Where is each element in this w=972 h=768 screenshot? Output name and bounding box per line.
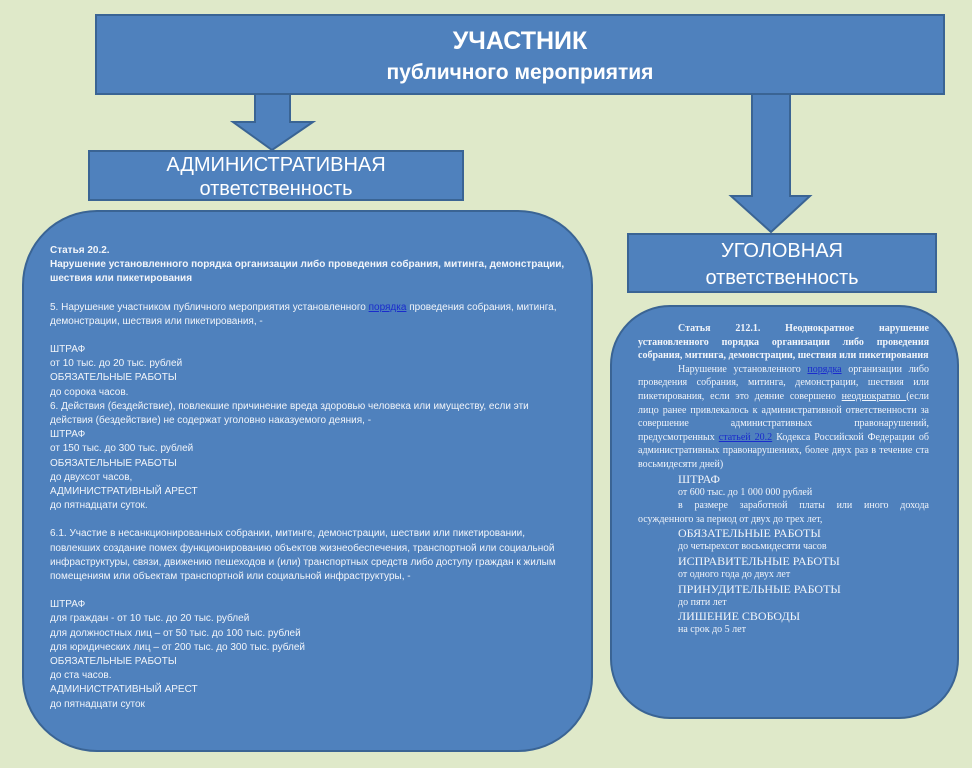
part-6-penalties: ШТРАФ от 150 тыс. до 300 тыс. рублей ОБЯ… bbox=[50, 428, 567, 513]
penalty-label: ИСПРАВИТЕЛЬНЫЕ РАБОТЫ bbox=[678, 553, 840, 568]
penalty-line: до пятнадцати суток bbox=[50, 698, 145, 710]
criminal-line1: УГОЛОВНАЯ bbox=[721, 240, 843, 262]
part-6-1-penalties: ШТРАФ для граждан - от 10 тыс. до 20 тыс… bbox=[50, 598, 567, 712]
admin-line2: ответственность bbox=[199, 178, 353, 200]
penalty-line: ОБЯЗАТЕЛЬНЫЕ РАБОТЫ bbox=[50, 372, 177, 384]
penalty-line: до сорока часов. bbox=[50, 386, 129, 398]
body-c: (если лицо ранее привлекалось к админист… bbox=[638, 390, 929, 443]
penalty-line: ОБЯЗАТЕЛЬНЫЕ РАБОТЫ bbox=[50, 457, 177, 469]
penalty-line: для граждан - от 10 тыс. до 20 тыс. рубл… bbox=[50, 613, 250, 625]
arrow-down-left bbox=[229, 93, 317, 152]
participant-title-box: УЧАСТНИК публичного мероприятия bbox=[95, 14, 945, 95]
penalty-term: от одного года до двух лет bbox=[678, 568, 791, 580]
part-5-text-b: проведения собрания, митинга, демонстрац… bbox=[50, 301, 557, 327]
body-d: Кодекса Российской Федерации об админист… bbox=[638, 431, 930, 470]
admin-line1: АДМИНИСТРАТИВНАЯ bbox=[166, 154, 386, 176]
penalty-line: АДМИНИСТРАТИВНЫЙ АРЕСТ bbox=[50, 486, 198, 498]
penalty-label: ПРИНУДИТЕЛЬНЫЕ РАБОТЫ bbox=[678, 581, 841, 596]
repeatedly-link[interactable]: неоднократно bbox=[841, 390, 907, 402]
article-20-2-title: Нарушение установленного порядка организ… bbox=[50, 259, 565, 285]
penalty-line: от 10 тыс. до 20 тыс. рублей bbox=[50, 358, 183, 370]
penalty-line: до пятнадцати суток. bbox=[50, 500, 148, 512]
article-20-2-link[interactable]: статьей 20.2 bbox=[718, 431, 773, 443]
criminal-line2: ответственность bbox=[705, 267, 859, 289]
penalty-line: АДМИНИСТРАТИВНЫЙ АРЕСТ bbox=[50, 684, 198, 696]
title-line1: УЧАСТНИК bbox=[452, 27, 588, 55]
article-212-1-body: Нарушение установленного порядка организ… bbox=[638, 363, 929, 472]
part-5-text: 5. Нарушение участником публичного мероп… bbox=[50, 301, 567, 329]
title-line2: публичного мероприятия bbox=[386, 61, 654, 84]
fine-alternative: в размере заработной платы или иного дох… bbox=[638, 500, 929, 525]
arrow-down-right bbox=[728, 93, 813, 234]
article-20-2-heading: Статья 20.2. bbox=[50, 245, 110, 256]
article-212-1-heading: Статья 212.1. Неоднократное нарушение ус… bbox=[638, 323, 929, 362]
fine-amount: от 600 тыс. до 1 000 000 рублей bbox=[678, 486, 813, 498]
penalty-line: ОБЯЗАТЕЛЬНЫЕ РАБОТЫ bbox=[50, 656, 177, 668]
fine-label: ШТРАФ bbox=[678, 471, 720, 486]
penalty-label: ЛИШЕНИЕ СВОБОДЫ bbox=[678, 609, 801, 624]
part-6-1-text: 6.1. Участие в несанкционированных собра… bbox=[50, 528, 556, 583]
penalty-line: ШТРАФ bbox=[50, 429, 86, 441]
part-5-text-a: 5. Нарушение участником публичного мероп… bbox=[50, 301, 369, 313]
part-5-penalties: ШТРАФ от 10 тыс. до 20 тыс. рублей ОБЯЗА… bbox=[50, 343, 567, 400]
administrative-liability-box: АДМИНИСТРАТИВНАЯ ответственность bbox=[88, 150, 464, 201]
body-b: организации либо проведения собрания, ми… bbox=[638, 363, 929, 402]
penalty-term: до четырехсот восьмидесяти часов bbox=[678, 541, 827, 553]
penalty-line: до двухсот часов, bbox=[50, 471, 133, 483]
penalty-line: для юридических лиц – от 200 тыс. до 300… bbox=[50, 641, 305, 653]
administrative-details-panel: Статья 20.2. Нарушение установленного по… bbox=[22, 210, 593, 752]
penalty-line: для должностных лиц – от 50 тыс. до 100 … bbox=[50, 627, 301, 639]
penalty-term: на срок до 5 лет bbox=[678, 624, 746, 636]
procedure-link[interactable]: порядка bbox=[807, 363, 842, 375]
procedure-link[interactable]: порядка bbox=[368, 301, 407, 313]
penalty-line: до ста часов. bbox=[50, 670, 112, 682]
penalty-term: до пяти лет bbox=[678, 596, 727, 608]
body-a: Нарушение установленного bbox=[678, 363, 808, 375]
penalty-line: от 150 тыс. до 300 тыс. рублей bbox=[50, 443, 194, 455]
penalty-label: ОБЯЗАТЕЛЬНЫЕ РАБОТЫ bbox=[678, 526, 821, 541]
penalty-line: ШТРАФ bbox=[50, 344, 86, 356]
part-6-text: 6. Действия (бездействие), повлекшие при… bbox=[50, 400, 529, 427]
penalty-line: ШТРАФ bbox=[50, 599, 86, 611]
criminal-details-panel: Статья 212.1. Неоднократное нарушение ус… bbox=[610, 305, 959, 719]
criminal-liability-box: УГОЛОВНАЯ ответственность bbox=[627, 233, 937, 293]
